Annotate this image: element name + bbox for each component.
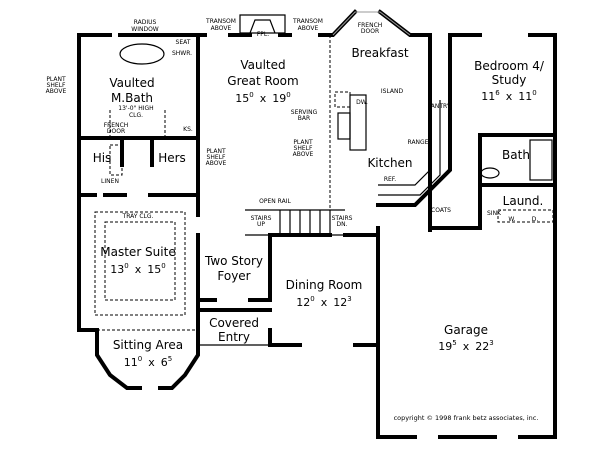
master-suite-label: Master Suite (100, 245, 175, 259)
sink-label: SINK (487, 210, 502, 217)
coats-closet-label: COATS (431, 207, 451, 214)
knee-space-label: KS. (183, 126, 193, 133)
radius-window-note-2: WINDOW (131, 26, 159, 33)
dishwasher-label: DW. (356, 99, 368, 106)
french-door-note-2: DOOR (361, 28, 379, 35)
pantry-label: PANTRY (428, 103, 451, 110)
tray-ceiling-note: TRAY CLG. (122, 213, 154, 220)
open-rail-note: OPEN RAIL (259, 198, 291, 205)
serving-bar-note: SERVING (291, 109, 318, 116)
stairs-down-note: STAIRS (332, 215, 353, 222)
plant-shelf-note-c: PLANT (293, 139, 313, 146)
dryer-label: D. (532, 216, 539, 223)
laundry-label: Laund. (503, 194, 544, 208)
stairs-up-note-2: UP (257, 221, 265, 228)
his-closet-label: His (93, 151, 112, 165)
plant-shelf-note-3: ABOVE (46, 88, 67, 95)
annotations: RADIUS WINDOW TRANSOM ABOVE FPL. TRANSOM… (46, 18, 539, 422)
ceiling-note: 13'-0" HIGH (118, 105, 153, 112)
copyright-text: copyright © 1998 frank betz associates, … (394, 414, 539, 422)
mbath-french-door-note: FRENCH (104, 122, 129, 129)
transom-note: TRANSOM (205, 18, 236, 25)
foyer-label-2: Foyer (217, 269, 250, 283)
bath-label: Bath (502, 148, 530, 162)
garage-label: Garage (444, 323, 488, 337)
radius-window-note: RADIUS (134, 19, 157, 26)
covered-entry-label-2: Entry (218, 330, 250, 344)
plant-shelf-note-c-2: SHELF (294, 145, 313, 152)
stairs-up-note: STAIRS (251, 215, 272, 222)
master-bath-label-2: M.Bath (111, 91, 153, 105)
french-door-note: FRENCH (358, 22, 383, 29)
bedroom4-label: Bedroom 4/ (474, 59, 545, 73)
plant-shelf-note-b: PLANT (206, 148, 226, 155)
range-label: RANGE (408, 139, 429, 146)
sitting-area-label: Sitting Area (113, 338, 183, 352)
transom-note-2: ABOVE (211, 25, 232, 32)
breakfast-label: Breakfast (351, 46, 408, 60)
refrigerator-label: REF. (384, 176, 396, 183)
covered-entry-label: Covered (209, 316, 259, 330)
transom-note-b: TRANSOM (292, 18, 323, 25)
serving-bar-note-2: BAR (298, 115, 310, 122)
linen-label: LINEN (101, 178, 119, 185)
plant-shelf-note-b-2: SHELF (207, 154, 226, 161)
kitchen-label: Kitchen (367, 156, 412, 170)
washer-label: W. (508, 216, 515, 223)
seat-label: SEAT (176, 39, 191, 46)
bedroom4-label-2: Study (492, 73, 527, 87)
transom-note-b-2: ABOVE (298, 25, 319, 32)
master-bath-label: Vaulted (109, 76, 154, 90)
shower-label: SHWR. (172, 50, 192, 57)
great-room-label: Vaulted (240, 58, 285, 72)
ceiling-note-2: CLG. (129, 112, 143, 119)
plant-shelf-note-2: SHELF (47, 82, 66, 89)
plant-shelf-note-b-3: ABOVE (206, 160, 227, 167)
mbath-french-door-note-2: DOOR (107, 128, 125, 135)
hers-closet-label: Hers (158, 151, 186, 165)
foyer-label: Two Story (204, 254, 263, 268)
fireplace-label: FPL. (257, 31, 269, 38)
stairs-down-note-2: DN. (336, 221, 347, 228)
plant-shelf-note-c-3: ABOVE (293, 151, 314, 158)
great-room-label-2: Great Room (227, 74, 298, 88)
island-label: ISLAND (381, 88, 404, 95)
walls (77, 9, 557, 439)
dining-room-label: Dining Room (286, 278, 363, 292)
plant-shelf-note: PLANT (46, 76, 66, 83)
